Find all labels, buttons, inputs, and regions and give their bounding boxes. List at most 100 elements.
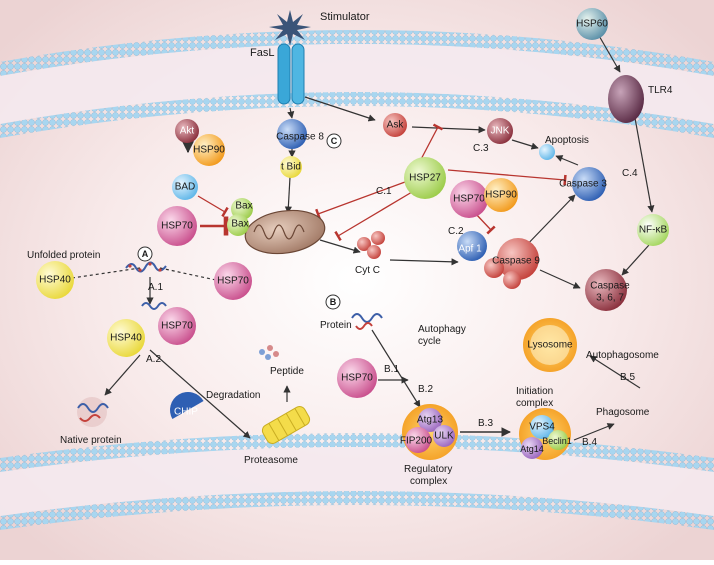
section-a-marker bbox=[137, 246, 153, 262]
apoptosis-label: Apoptosis bbox=[545, 135, 589, 146]
autophagy-cycle-line2: cycle bbox=[418, 336, 441, 347]
hsp40-a-label: HSP40 bbox=[39, 275, 71, 286]
section-b-marker bbox=[325, 294, 341, 310]
cytc-cluster bbox=[357, 231, 385, 259]
tbid-node bbox=[280, 156, 302, 178]
atg14-label: Atg14 bbox=[520, 444, 544, 454]
step-c1: C.1 bbox=[376, 186, 392, 197]
hsp70-a-node bbox=[214, 262, 252, 300]
jnk-label: JNK bbox=[491, 126, 510, 137]
protein-label: Protein bbox=[320, 320, 352, 331]
caspase3-label: Caspase 3 bbox=[559, 179, 607, 190]
top-membrane bbox=[0, 30, 714, 138]
bax1-label: Bax bbox=[235, 201, 252, 212]
section-b-label: B bbox=[330, 297, 337, 307]
initiation-line1: Initiation bbox=[516, 386, 553, 397]
jnk-node bbox=[487, 118, 513, 144]
step-c3: C.3 bbox=[473, 143, 489, 154]
apf1-label: Apf 1 bbox=[458, 244, 482, 255]
caspase367-line1: Caspase bbox=[590, 281, 630, 292]
apoptosis-icon bbox=[539, 144, 555, 160]
protein-icon bbox=[351, 313, 383, 330]
step-a1: A.1 bbox=[148, 282, 163, 293]
section-c-label: C bbox=[331, 136, 338, 146]
hsp70-b1-label: HSP70 bbox=[341, 373, 373, 384]
proteasome-label: Proteasome bbox=[244, 455, 298, 466]
hsp60-node bbox=[576, 8, 608, 40]
vps4-node bbox=[530, 415, 554, 439]
phagosome-label: Phagosome bbox=[596, 407, 650, 418]
hsp40-b-label: HSP40 bbox=[110, 333, 142, 344]
hsp70-c2-node bbox=[450, 180, 488, 218]
atg13-label: Atg13 bbox=[417, 415, 444, 426]
tlr4-label: TLR4 bbox=[648, 85, 673, 96]
native-protein-label: Native protein bbox=[60, 435, 122, 446]
step-b2: B.2 bbox=[418, 384, 433, 395]
degradation-label: Degradation bbox=[206, 390, 260, 401]
chip-label: CHIP bbox=[174, 407, 198, 418]
hsp27-label: HSP27 bbox=[409, 173, 441, 184]
step-b1: B.1 bbox=[384, 364, 399, 375]
native-protein-icon bbox=[77, 397, 109, 427]
nfkb-node bbox=[637, 214, 669, 246]
hsp90-c2-node bbox=[484, 178, 518, 212]
hsp40-a-node bbox=[36, 261, 74, 299]
hsp70-b-node bbox=[158, 307, 196, 345]
mitochondrion bbox=[244, 209, 326, 255]
proteasome-icon bbox=[261, 406, 311, 444]
chaperone-complex bbox=[141, 302, 167, 310]
hsp40-b-node bbox=[107, 319, 145, 357]
hsp27-node bbox=[404, 157, 446, 199]
hsp70-b-label: HSP70 bbox=[161, 321, 193, 332]
stimulator-label: Stimulator bbox=[320, 11, 370, 23]
peptide-label: Peptide bbox=[270, 366, 304, 377]
arrows bbox=[71, 33, 655, 441]
ask-node bbox=[383, 113, 407, 137]
caspase9-label: Caspase 9 bbox=[492, 256, 540, 267]
ask-label: Ask bbox=[387, 120, 405, 131]
ulk-node bbox=[433, 425, 455, 447]
caspase3-node bbox=[572, 167, 606, 201]
bax2-node bbox=[227, 214, 249, 236]
regulatory-line2: complex bbox=[410, 476, 447, 487]
hsp60-label: HSP60 bbox=[576, 19, 608, 30]
hsp70-a-label: HSP70 bbox=[217, 276, 249, 287]
vps4-label: VPS4 bbox=[529, 422, 555, 433]
lysosome-inner bbox=[530, 325, 570, 365]
section-a-label: A bbox=[142, 249, 149, 259]
stimulator-star bbox=[269, 10, 311, 46]
akt-node bbox=[175, 119, 199, 143]
hsp70-c2-label: HSP70 bbox=[453, 194, 485, 205]
autophagosome-label: Autophagosome bbox=[586, 350, 659, 361]
caspase9-sub-node bbox=[503, 271, 521, 289]
hsp70-b1-node bbox=[337, 358, 377, 398]
caspase9-sub-node bbox=[484, 258, 504, 278]
step-a2: A.2 bbox=[146, 354, 161, 365]
chip-node bbox=[170, 392, 204, 419]
bad-label: BAD bbox=[175, 182, 196, 193]
fasl-receptor bbox=[277, 43, 305, 105]
autophagy-cycle-line1: Autophagy bbox=[418, 324, 466, 335]
step-c2: C.2 bbox=[448, 226, 464, 237]
step-c4: C.4 bbox=[622, 168, 638, 179]
caspase367-line2: 3, 6, 7 bbox=[596, 293, 624, 304]
unfolded-protein-icon bbox=[125, 261, 167, 273]
unfolded-protein-label: Unfolded protein bbox=[27, 250, 100, 261]
regulatory-line1: Regulatory bbox=[404, 464, 452, 475]
hsp90-c2-label: HSP90 bbox=[485, 190, 517, 201]
tlr4-receptor bbox=[608, 75, 644, 123]
hsp90-a-node bbox=[193, 134, 225, 166]
hsp70-bax-label: HSP70 bbox=[161, 221, 193, 232]
bad-node bbox=[172, 174, 198, 200]
fip200-node bbox=[405, 427, 431, 453]
apf1-node bbox=[457, 231, 487, 261]
caspase8-label: Caspase 8 bbox=[276, 132, 324, 143]
caspase367-node bbox=[585, 269, 627, 311]
cytc-label: Cyt C bbox=[355, 265, 380, 276]
hsp90-a-label: HSP90 bbox=[193, 145, 225, 156]
hsp70-bax-node bbox=[157, 206, 197, 246]
nfkb-label: NF-κB bbox=[639, 225, 668, 236]
beclin1-node bbox=[548, 430, 568, 450]
